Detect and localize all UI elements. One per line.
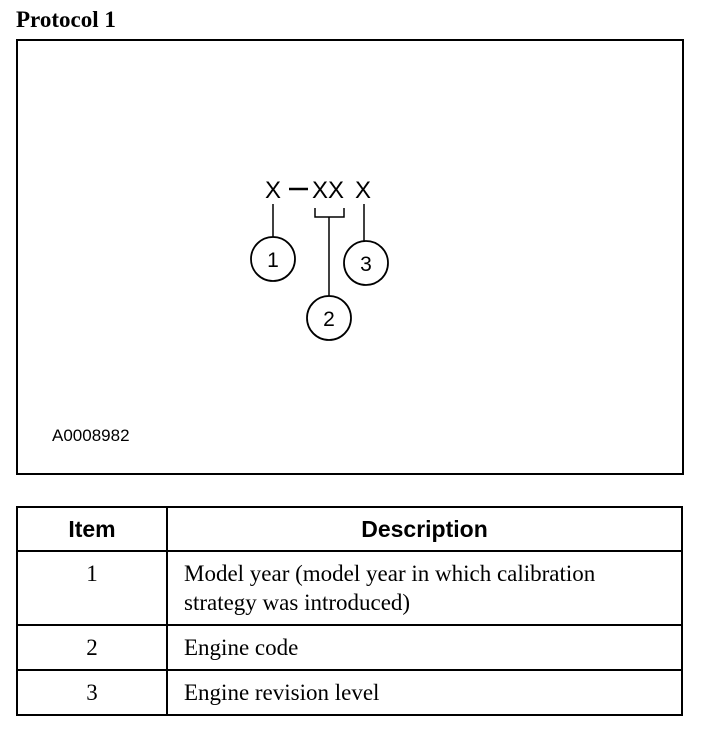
description-column-header: Description [166,506,683,552]
item-cell: 3 [16,669,168,716]
description-cell: Model year (model year in which calibrat… [166,550,683,626]
legend-header-row: Item Description [16,506,683,552]
figure-frame: X XX X 1 2 3 A0008982 [16,39,684,475]
page-title: Protocol 1 [16,7,116,32]
callout-number-3: 3 [360,253,372,276]
code-engine-glyph: XX [312,177,344,204]
item-cell: 2 [16,624,168,671]
callout-circle-3 [343,240,389,286]
description-cell: Engine code [166,624,683,671]
code-revision-glyph: X [355,177,371,204]
callout-circle-1 [250,236,296,282]
description-cell: Engine revision level [166,669,683,716]
callout-number-2: 2 [323,308,335,331]
legend-table: Item Description 1 Model year (model yea… [16,506,683,716]
item-column-header: Item [16,506,168,552]
table-row: 3 Engine revision level [16,669,683,716]
code-diagram: X XX X 1 2 3 [250,177,389,341]
item-cell: 1 [16,550,168,626]
table-row: 2 Engine code [16,624,683,671]
callout-number-1: 1 [267,249,279,272]
callout-circle-2 [306,295,352,341]
table-row: 1 Model year (model year in which calibr… [16,550,683,626]
bracket-engine-code [314,208,345,218]
figure-id: A0008982 [52,426,130,445]
code-year-glyph: X [265,177,281,204]
